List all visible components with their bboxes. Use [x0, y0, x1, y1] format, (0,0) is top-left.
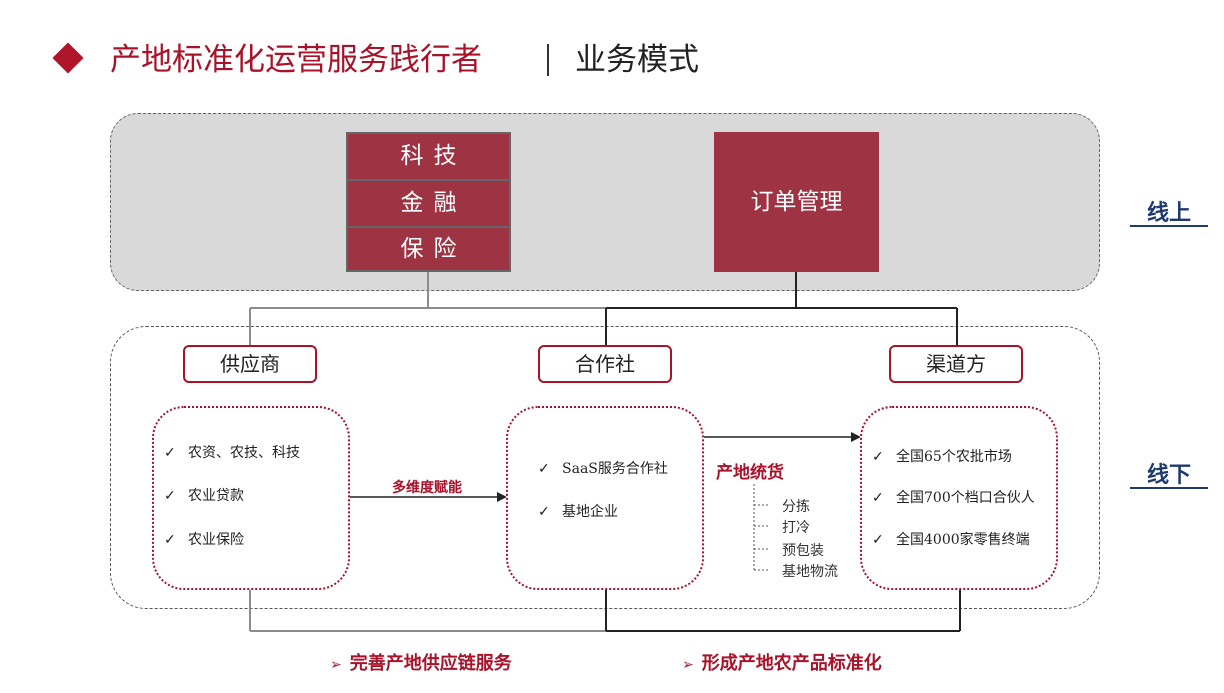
stack-item-tech: 科技 [348, 134, 509, 181]
list-item: ✓农业保险 [164, 532, 244, 548]
check-icon: ✓ [164, 445, 176, 461]
stack-item-insurance: 保险 [400, 236, 467, 262]
supplier-connector [249, 272, 606, 345]
process-step: 打冷 [782, 520, 810, 536]
tech-finance-insurance-box: 科技 金融 保险 [346, 132, 511, 272]
list-item: ✓农业贷款 [164, 488, 244, 504]
empower-label: 多维度赋能 [392, 480, 462, 496]
process-bracket [753, 484, 770, 571]
page-subtitle: 业务模式 [575, 42, 699, 78]
offline-label: 线下 [1146, 463, 1191, 488]
order-management-box: 订单管理 [714, 132, 879, 272]
outcome-supply-chain: ➢完善产地供应链服务 [330, 653, 512, 674]
outcome-standardization: ➢形成产地农产品标准化 [682, 653, 882, 674]
list-item: ✓基地企业 [538, 504, 618, 520]
online-label: 线上 [1146, 201, 1191, 226]
check-icon: ✓ [872, 490, 884, 506]
arrow-right-icon: ➢ [682, 657, 694, 673]
supply-arrow [704, 432, 861, 442]
list-item: ✓农资、农技、科技 [164, 445, 300, 461]
check-icon: ✓ [538, 504, 550, 520]
check-icon: ✓ [872, 532, 884, 548]
online-panel [110, 113, 1100, 291]
title-separator [547, 44, 549, 76]
process-step: 分拣 [782, 499, 810, 515]
channel-node: 渠道方 [889, 345, 1023, 383]
list-item: ✓全国700个档口合伙人 [872, 490, 1035, 506]
coop-node: 合作社 [538, 345, 672, 383]
coop-list: ✓SaaS服务合作社 ✓基地企业 [506, 406, 704, 590]
online-label-underline [1130, 225, 1208, 227]
list-item: ✓SaaS服务合作社 [538, 461, 668, 477]
supplier-node: 供应商 [183, 345, 317, 383]
process-title: 产地统货 [716, 463, 784, 483]
bottom-connector-gray [249, 590, 606, 632]
arrow-right-icon: ➢ [330, 657, 342, 673]
empower-arrow [350, 492, 507, 502]
stack-item-finance: 金融 [348, 181, 509, 228]
page-title: 产地标准化运营服务践行者 [110, 42, 482, 78]
check-icon: ✓ [164, 532, 176, 548]
channel-list: ✓全国65个农批市场 ✓全国700个档口合伙人 ✓全国4000家零售终端 [860, 406, 1058, 590]
check-icon: ✓ [538, 461, 550, 477]
process-step: 基地物流 [782, 564, 838, 580]
check-icon: ✓ [872, 449, 884, 465]
list-item: ✓全国65个农批市场 [872, 449, 1012, 465]
supplier-list: ✓农资、农技、科技 ✓农业贷款 ✓农业保险 [152, 406, 350, 590]
list-item: ✓全国4000家零售终端 [872, 532, 1030, 548]
process-step: 预包装 [782, 543, 824, 559]
order-connector [605, 272, 958, 345]
offline-label-underline [1130, 487, 1208, 489]
check-icon: ✓ [164, 488, 176, 504]
bottom-connector-black [605, 590, 961, 632]
